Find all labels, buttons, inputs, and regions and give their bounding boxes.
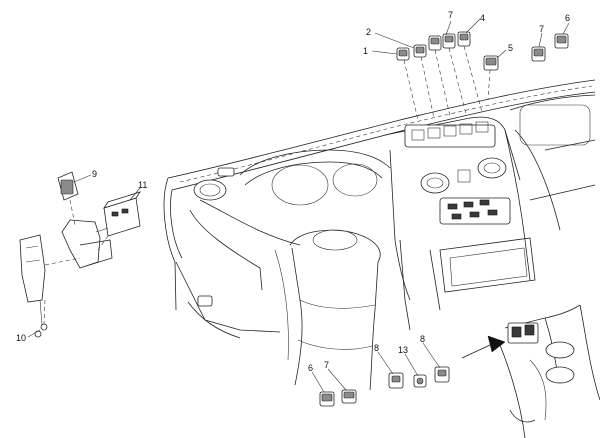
switch-part [319,391,335,407]
callout-13: 13 [398,345,408,355]
callout-1: 1 [363,46,368,56]
left-sub-assembly [19,171,141,338]
switch-part [413,374,427,388]
leader-lines [27,18,570,393]
callout-8: 8 [420,334,425,344]
switch-part [396,47,410,61]
switch-part [457,31,471,47]
callout-6: 6 [308,363,313,373]
top-switch-row [396,31,569,121]
console-detail [461,304,600,438]
callout-numbers: 1 2 7 4 5 7 6 9 11 10 6 7 8 13 8 [16,10,570,373]
dashboard-assembly [163,79,596,391]
callout-9: 9 [92,169,97,179]
switch-part [554,33,569,49]
switch-part [531,46,546,62]
callout-4: 4 [480,13,485,23]
callout-11: 11 [138,180,147,190]
bottom-switch-row [319,366,450,407]
callout-7: 7 [539,24,544,34]
callout-8: 8 [374,343,379,353]
switch-part [434,366,450,383]
switch-part [388,372,404,389]
switch-part [442,33,456,49]
switch-part [341,389,357,404]
callout-10: 10 [16,333,26,343]
callout-2: 2 [366,27,371,37]
callout-7: 7 [324,360,329,370]
switch-part [413,44,427,58]
callout-7: 7 [448,10,453,20]
callout-6: 6 [565,13,570,23]
callout-5: 5 [508,43,513,53]
switch-part [483,55,499,71]
switch-part [428,35,442,51]
